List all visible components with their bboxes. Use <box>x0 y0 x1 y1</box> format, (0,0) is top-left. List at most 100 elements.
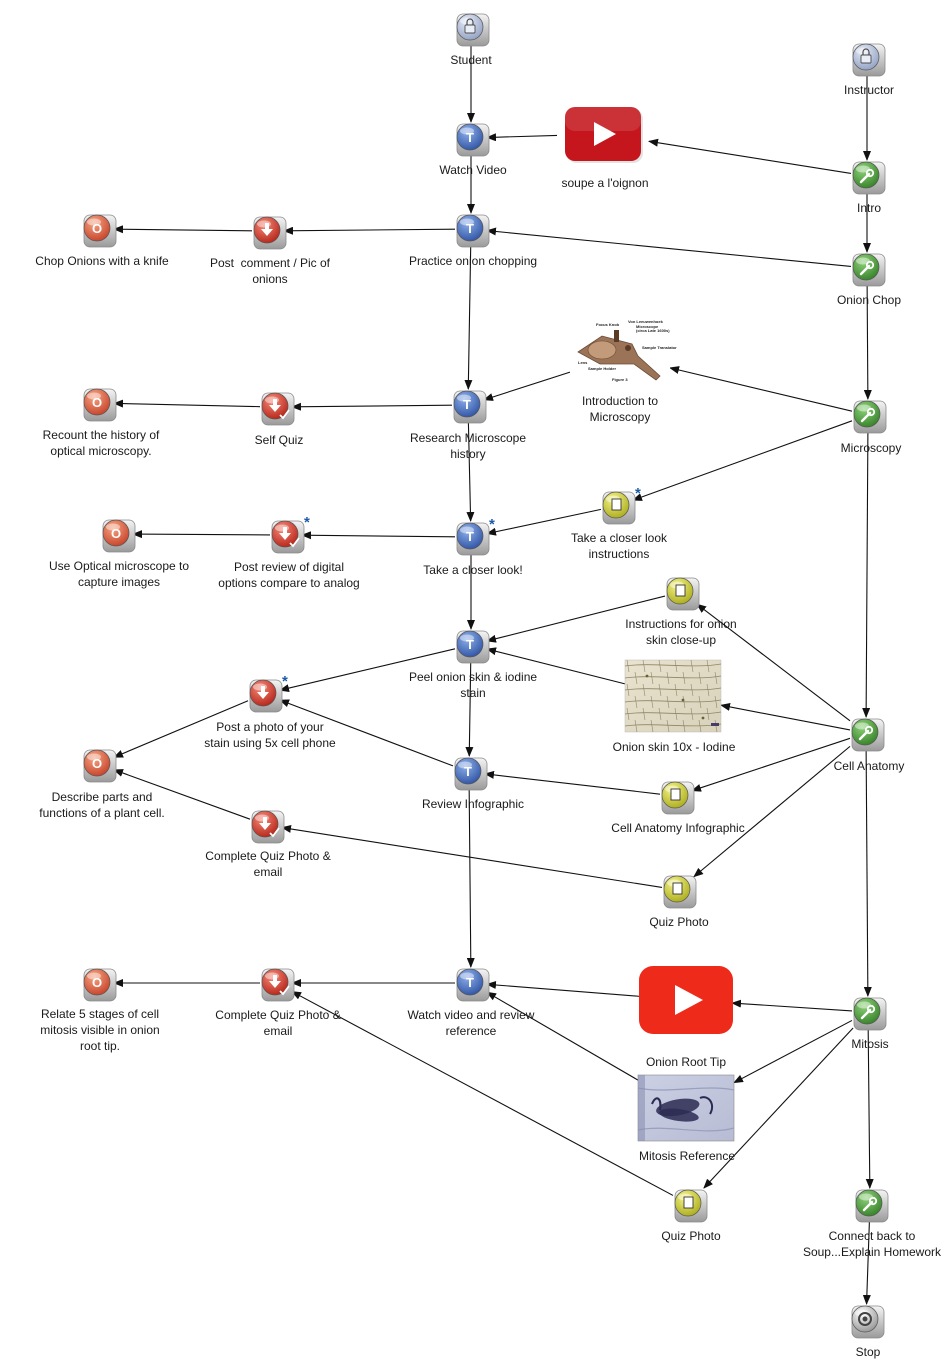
node-soupe-video[interactable] <box>565 107 643 163</box>
node-label: Take a closer look! <box>423 563 522 577</box>
quiz-icon <box>269 399 290 420</box>
node-label: soupe a l'oignon <box>561 176 648 190</box>
edge-take_closer_look-to-post_review <box>301 531 456 540</box>
node-label-line: Instructor <box>844 83 894 97</box>
node-label-line: Relate 5 stages of cell <box>41 1007 159 1021</box>
node-mitosis-reference[interactable] <box>637 1074 735 1142</box>
node-mitosis[interactable] <box>853 997 887 1031</box>
node-label-line: Peel onion skin & iodine <box>409 670 537 684</box>
t-icon: T <box>464 764 472 779</box>
microscope-image-caption: Microscope <box>636 324 659 329</box>
edge-mitosis-to-mitosis_reference <box>733 1019 853 1084</box>
node-label-line: Use Optical microscope to <box>49 559 189 573</box>
youtube-play-button[interactable] <box>565 107 643 163</box>
node-use-optical[interactable]: O <box>102 519 136 553</box>
node-label: Quiz Photo <box>649 915 709 929</box>
revision-star-icon: * <box>489 516 495 533</box>
node-label: Post review of digital options compare to… <box>218 560 359 590</box>
down-arrow-icon <box>257 686 269 699</box>
node-label-line: Microscopy <box>841 441 902 455</box>
node-label-line: Recount the history of <box>43 428 160 442</box>
node-peel-onion[interactable]: T <box>456 630 490 664</box>
node-label-line: Mitosis <box>851 1037 888 1051</box>
node-cell-anatomy[interactable] <box>851 718 885 752</box>
node-label-line: Research Microscope <box>410 431 526 445</box>
edge-review_infographic-to-watch_review_reference <box>466 787 475 968</box>
node-label-line: Quiz Photo <box>649 915 709 929</box>
edge-mitosis-to-quiz_photo_2 <box>703 1027 854 1189</box>
wrench-icon <box>859 260 875 276</box>
edge-peel_onion-to-post_photo_stain <box>279 648 456 693</box>
node-stop[interactable] <box>851 1305 885 1339</box>
node-label-line: Stop <box>856 1345 881 1359</box>
lock-icon <box>464 18 476 34</box>
node-label-line: Post a photo of your <box>216 720 323 734</box>
node-practice-chopping[interactable]: T <box>456 214 490 248</box>
node-quiz-photo-1[interactable] <box>663 875 697 909</box>
node-review-infographic[interactable]: T <box>454 757 488 791</box>
node-label: Onion skin 10x - Iodine <box>613 740 736 754</box>
edge-post_photo_stain-to-describe_parts <box>113 700 249 758</box>
node-label-line: Review Infographic <box>422 797 524 811</box>
node-instructions-onion-skin[interactable] <box>666 577 700 611</box>
microscope-image-caption: Lens <box>578 360 588 365</box>
node-microscopy[interactable] <box>853 400 887 434</box>
node-relate-stages[interactable]: O <box>83 968 117 1002</box>
youtube-play-button[interactable] <box>639 966 733 1034</box>
node-label-line: Self Quiz <box>255 433 304 447</box>
o-icon: O <box>92 756 102 771</box>
edge-closer_look_instructions-to-take_closer_look <box>486 508 602 536</box>
edge-microscopy-to-cell_anatomy <box>862 430 871 718</box>
node-onion-chop[interactable] <box>852 253 886 287</box>
node-chop-onions[interactable]: O <box>83 214 117 248</box>
node-label-line: root tip. <box>80 1039 120 1053</box>
edge-post_review-to-use_optical <box>132 530 271 539</box>
edge-cell_anatomy-to-mitosis <box>863 748 872 997</box>
node-complete-quiz-2[interactable] <box>261 968 295 1002</box>
node-instructor[interactable] <box>852 43 886 77</box>
node-onion-skin-10x[interactable] <box>624 659 722 733</box>
edge-microscopy-to-closer_look_instructions <box>632 420 853 501</box>
node-label: Onion Chop <box>837 293 901 307</box>
node-label-line: email <box>264 1024 293 1038</box>
node-research-microscope[interactable]: T <box>453 390 487 424</box>
node-onion-root-tip[interactable] <box>639 966 733 1034</box>
node-label: Stop <box>856 1345 881 1359</box>
edge-mitosis-to-onion_root_tip <box>731 999 853 1012</box>
node-recount-history[interactable]: O <box>83 388 117 422</box>
play-icon <box>594 122 616 146</box>
node-connect-back[interactable] <box>855 1189 889 1223</box>
microscope-image-caption: Sample Translator <box>642 345 677 350</box>
node-label-line: Cell Anatomy <box>834 759 905 773</box>
node-label: Cell Anatomy Infographic <box>611 821 744 835</box>
node-label: Mitosis Reference <box>639 1149 735 1163</box>
node-label-line: options compare to analog <box>218 576 359 590</box>
node-label-line: Onion skin 10x - Iodine <box>613 740 736 754</box>
node-post-review[interactable]: * <box>271 514 310 554</box>
node-label-line: Take a closer look! <box>423 563 522 577</box>
node-label: Review Infographic <box>422 797 524 811</box>
node-watch-review-reference[interactable]: T <box>456 968 490 1002</box>
node-label-line: Connect back to <box>829 1229 916 1243</box>
node-take-closer-look[interactable]: T* <box>456 516 495 556</box>
node-closer-look-instructions[interactable]: * <box>602 485 641 525</box>
node-student[interactable] <box>456 13 490 47</box>
node-post-photo-stain[interactable]: * <box>249 673 288 713</box>
node-intro[interactable] <box>852 161 886 195</box>
node-self-quiz[interactable] <box>261 392 295 426</box>
node-describe-parts[interactable]: O <box>83 749 117 783</box>
node-label-line: Post review of digital <box>234 560 344 574</box>
node-post-comment[interactable] <box>253 216 287 250</box>
node-label-line: Onion Chop <box>837 293 901 307</box>
node-watch-video[interactable]: T <box>456 123 490 157</box>
node-complete-quiz-1[interactable] <box>251 810 285 844</box>
wrench-icon <box>860 1004 876 1020</box>
node-cell-anatomy-infographic[interactable] <box>661 781 695 815</box>
connector-lines <box>113 44 874 1305</box>
node-quiz-photo-2[interactable] <box>674 1189 708 1223</box>
